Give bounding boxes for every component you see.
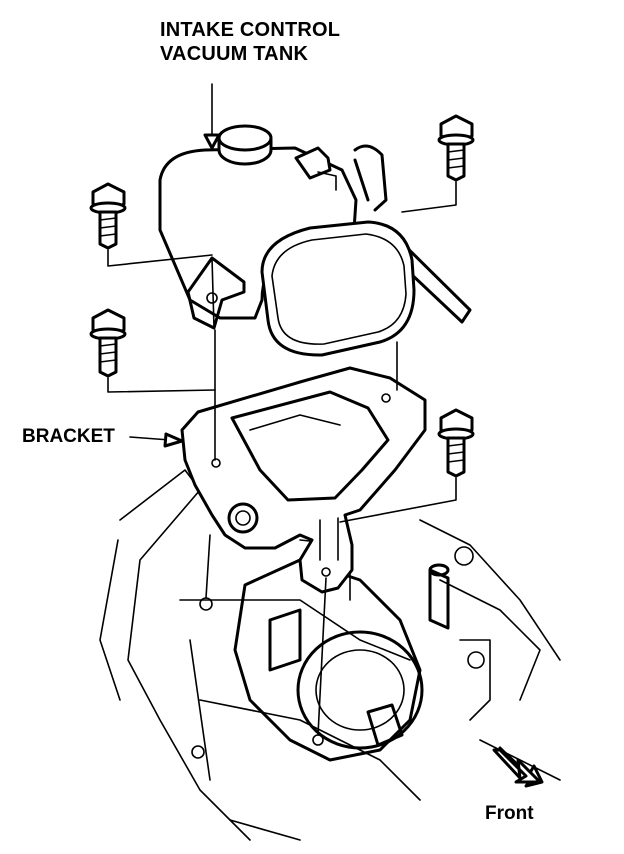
bolt-icon xyxy=(437,408,475,478)
vacuum-tank-label-line1: INTAKE CONTROL xyxy=(160,19,341,41)
vacuum-tank-label: INTAKE CONTROL VACUUM TANK xyxy=(160,18,340,66)
vacuum-tank-label-line2: VACUUM TANK xyxy=(160,43,309,65)
bracket-label: BRACKET xyxy=(22,426,115,447)
front-arrow-icon xyxy=(492,746,544,788)
intake-control-vacuum-tank xyxy=(158,124,472,357)
front-label: Front xyxy=(485,803,534,824)
bolt-icon xyxy=(89,308,127,378)
bolt-icon xyxy=(437,114,475,182)
engine-assembly xyxy=(99,469,561,841)
alignment-lines xyxy=(107,83,457,746)
bracket xyxy=(180,366,427,611)
bolt-icon xyxy=(89,182,127,250)
